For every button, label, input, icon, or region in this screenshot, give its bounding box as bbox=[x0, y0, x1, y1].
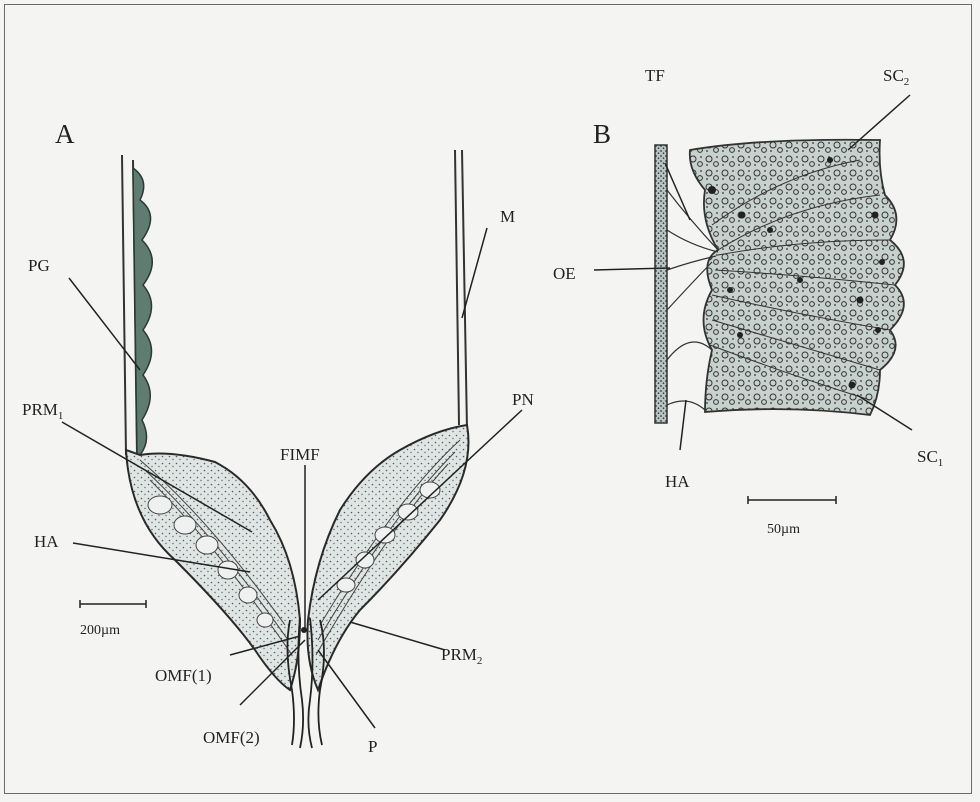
label-ha-b: HA bbox=[665, 472, 690, 491]
panel-b-letter: B bbox=[593, 119, 611, 149]
label-pn: PN bbox=[512, 390, 534, 409]
label-ha-a: HA bbox=[34, 532, 59, 551]
label-p: P bbox=[368, 737, 377, 756]
scale-bar-b-label: 50µm bbox=[767, 522, 800, 537]
label-pg: PG bbox=[28, 256, 50, 275]
label-prm2: PRM2 bbox=[441, 645, 482, 667]
panel-a-letter: A bbox=[55, 119, 75, 149]
scale-bar-a-label: 200µm bbox=[80, 623, 120, 638]
label-tf: TF bbox=[645, 66, 665, 85]
label-m: M bbox=[500, 207, 515, 226]
label-omf1: OMF(1) bbox=[155, 666, 212, 685]
label-sc1: SC1 bbox=[917, 447, 943, 469]
label-oe: OE bbox=[553, 264, 576, 283]
label-sc2: SC2 bbox=[883, 66, 909, 88]
label-fimf: FIMF bbox=[280, 445, 320, 464]
left-lobe bbox=[126, 450, 300, 690]
label-omf2: OMF(2) bbox=[203, 728, 260, 747]
peritrophic-gland-shape bbox=[133, 168, 152, 455]
label-prm1: PRM1 bbox=[22, 400, 63, 422]
epithelium-block bbox=[690, 140, 904, 415]
panel-a-scale-bar-line bbox=[80, 600, 146, 608]
panel-b-drawing bbox=[655, 140, 904, 423]
panel-b-scale-bar-line bbox=[748, 496, 836, 504]
